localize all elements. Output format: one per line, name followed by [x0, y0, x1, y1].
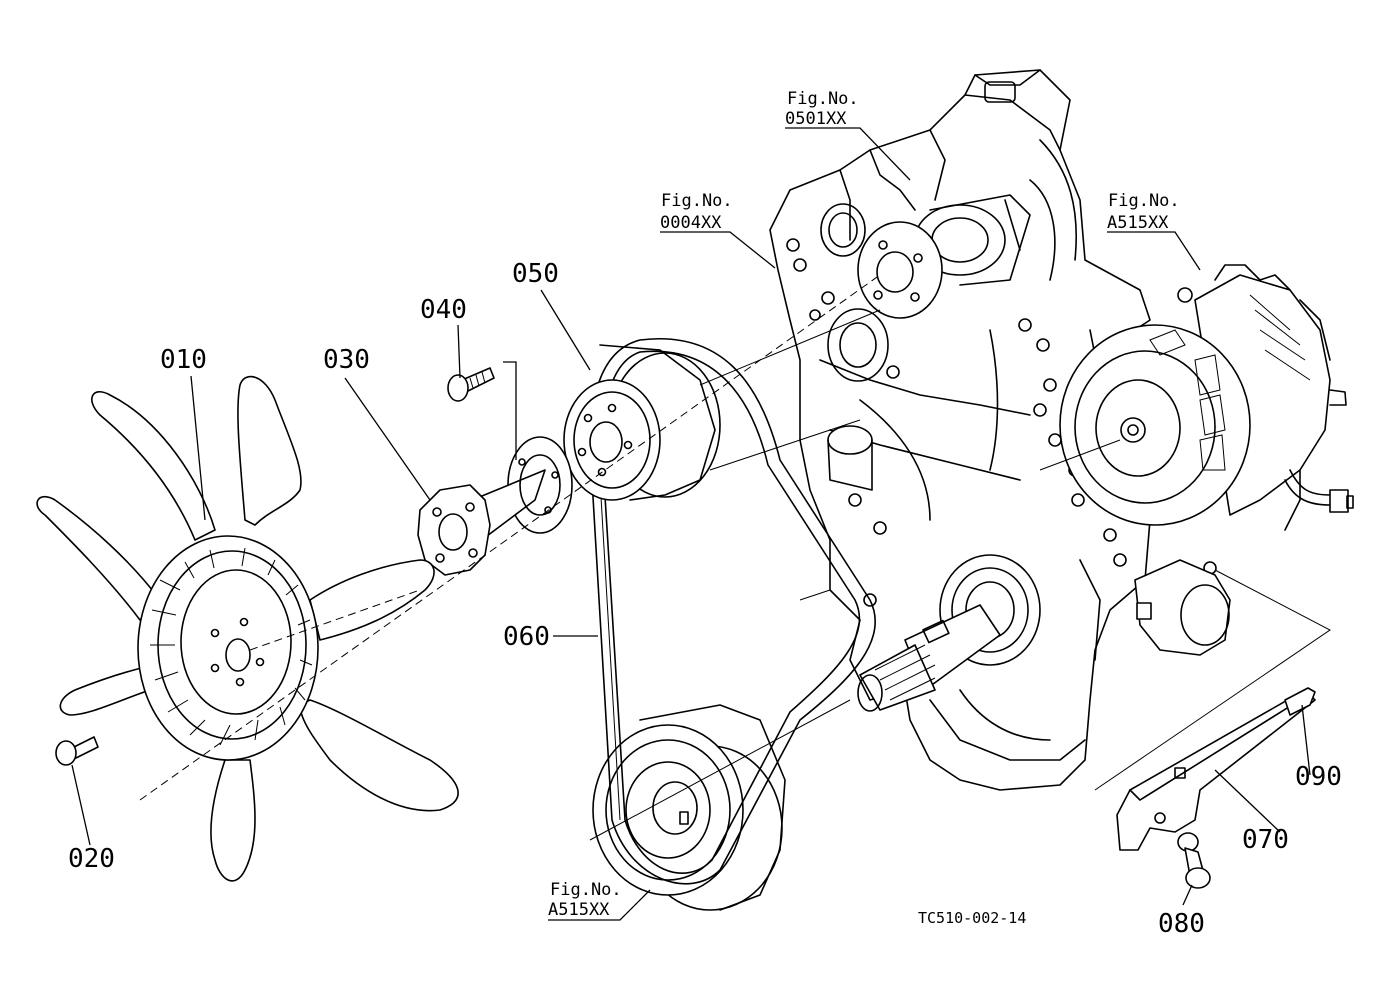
bolt-080-graphic [1177, 832, 1211, 889]
callout-060[interactable]: 060 [503, 622, 550, 652]
fig-a515-right-number: A515XX [1107, 213, 1169, 233]
callout-030[interactable]: 030 [323, 345, 370, 375]
figure-reference-a515xx-pulley[interactable]: Fig.No. A515XX [548, 880, 622, 920]
callout-labels: 010 020 030 040 050 060 070 080 090 [68, 259, 1342, 939]
fig-a515-bottom-label: Fig.No. [550, 880, 622, 900]
callout-020[interactable]: 020 [68, 844, 115, 874]
figure-reference-0004xx[interactable]: Fig.No. 0004XX [660, 191, 733, 233]
spacer-030 [417, 436, 573, 576]
engine-block [769, 69, 1231, 791]
crank-pulley [592, 704, 786, 911]
center-lines [139, 274, 1331, 841]
fig-0004-number: 0004XX [660, 213, 722, 233]
callout-090[interactable]: 090 [1295, 762, 1342, 792]
fan-pulley-050 [563, 344, 721, 501]
fig-a515-bottom-number: A515XX [548, 900, 610, 920]
leader-lines [71, 127, 1311, 921]
fig-a515-right-label: Fig.No. [1108, 191, 1180, 211]
fig-0501-label: Fig.No. [787, 89, 859, 109]
bolt-020-graphic [55, 736, 99, 766]
clip-090 [1284, 687, 1316, 716]
drawing-code: TC510-002-14 [918, 909, 1026, 927]
callout-040[interactable]: 040 [420, 295, 467, 325]
bolt-040-graphic [447, 367, 495, 402]
figure-reference-a515xx-alternator[interactable]: Fig.No. A515XX [1107, 191, 1180, 233]
alternator [1059, 264, 1354, 531]
fig-0004-label: Fig.No. [661, 191, 733, 211]
callout-010[interactable]: 010 [160, 345, 207, 375]
cooling-fan-010 [36, 375, 459, 882]
callout-050[interactable]: 050 [512, 259, 559, 289]
fig-0501-number: 0501XX [785, 109, 847, 129]
callout-080[interactable]: 080 [1158, 909, 1205, 939]
figure-reference-0501xx[interactable]: Fig.No. 0501XX [785, 89, 859, 129]
callout-070[interactable]: 070 [1242, 825, 1289, 855]
